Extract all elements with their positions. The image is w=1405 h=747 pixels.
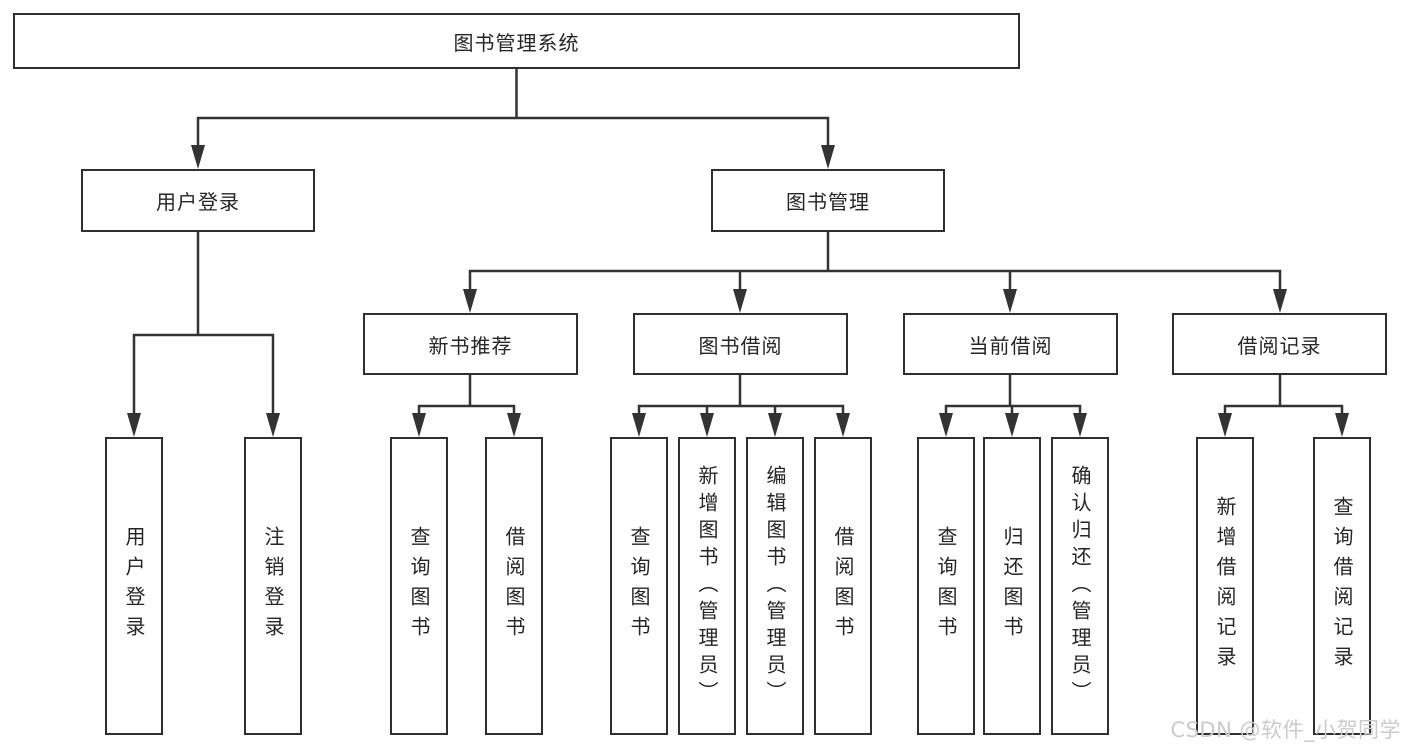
node-book-management-label: 图书管理: [786, 190, 870, 214]
leaf-query-books-recommend: 查询图书: [390, 437, 448, 735]
leaf-query-borrow-record: 查询借阅记录: [1313, 437, 1371, 735]
leaf-borrow-books-recommend: 借阅图书: [485, 437, 543, 735]
leaf-confirm-return-admin-label: 确认归还（管理员）: [1068, 464, 1092, 708]
leaf-return-books-label: 归还图书: [1000, 526, 1024, 646]
node-book-borrow: 图书借阅: [633, 313, 848, 375]
leaf-edit-book-admin-label: 编辑图书（管理员）: [763, 464, 787, 708]
leaf-query-borrow-record-label: 查询借阅记录: [1330, 496, 1354, 676]
csdn-watermark: CSDN @软件_小贺同学: [1170, 718, 1401, 742]
node-new-book-recommend-label: 新书推荐: [428, 333, 513, 358]
node-current-borrow: 当前借阅: [903, 313, 1118, 375]
arrowheads: [127, 145, 1349, 437]
node-user-login: 用户登录: [81, 169, 315, 232]
leaf-query-books-recommend-label: 查询图书: [407, 526, 431, 646]
leaf-confirm-return-admin: 确认归还（管理员）: [1051, 437, 1109, 735]
leaf-query-books-borrow-label: 查询图书: [627, 526, 651, 646]
node-user-login-label: 用户登录: [156, 190, 240, 214]
leaf-user-login: 用户登录: [105, 437, 163, 735]
leaf-return-books: 归还图书: [983, 437, 1041, 735]
leaf-borrow-books-label: 借阅图书: [831, 526, 855, 646]
node-borrow-records-label: 借阅记录: [1237, 333, 1322, 358]
node-book-borrow-label: 图书借阅: [698, 333, 783, 358]
leaf-user-login-label: 用户登录: [122, 526, 146, 646]
node-library-system: 图书管理系统: [13, 13, 1020, 69]
node-new-book-recommend: 新书推荐: [363, 313, 578, 375]
leaf-query-books-borrow: 查询图书: [610, 437, 668, 735]
leaf-borrow-books-recommend-label: 借阅图书: [502, 526, 526, 646]
leaf-add-book-admin-label: 新增图书（管理员）: [695, 464, 719, 708]
leaf-query-books-current-label: 查询图书: [934, 526, 958, 646]
node-current-borrow-label: 当前借阅: [968, 333, 1053, 358]
leaf-add-book-admin: 新增图书（管理员）: [678, 437, 736, 735]
leaf-add-borrow-record-label: 新增借阅记录: [1213, 496, 1237, 676]
leaf-borrow-books: 借阅图书: [814, 437, 872, 735]
node-book-management: 图书管理: [711, 169, 945, 232]
leaf-add-borrow-record: 新增借阅记录: [1196, 437, 1254, 735]
node-borrow-records: 借阅记录: [1172, 313, 1387, 375]
leaf-logout-label: 注销登录: [261, 526, 285, 646]
leaf-edit-book-admin: 编辑图书（管理员）: [746, 437, 804, 735]
leaf-query-books-current: 查询图书: [917, 437, 975, 735]
leaf-logout: 注销登录: [244, 437, 302, 735]
node-library-system-label: 图书管理系统: [453, 30, 580, 55]
